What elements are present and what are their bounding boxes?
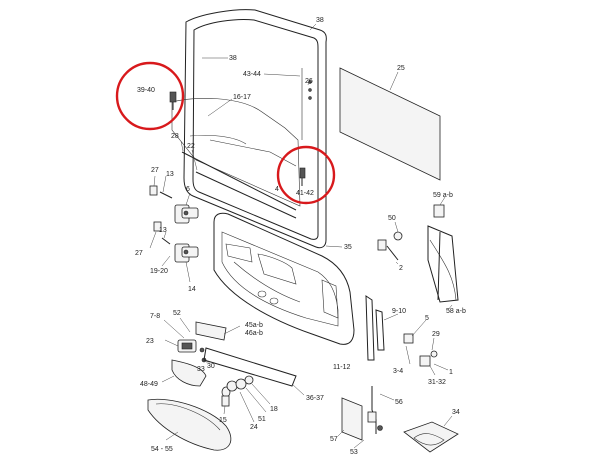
callout-14: 14 [188,286,196,293]
callout-58ab: 58 a-b [446,308,466,315]
callout-52: 52 [173,310,181,317]
callout-38b: 38 [229,55,237,62]
callout-1: 1 [449,369,453,376]
callout-51: 51 [258,416,266,423]
callout-33: 33 [197,366,205,373]
callout-7-8: 7-8 [150,313,160,320]
callout-29: 29 [432,331,440,338]
callout-39-40: 39-40 [137,87,155,94]
callout-30: 30 [207,363,215,370]
callout-15: 15 [219,417,227,424]
callout-53: 53 [350,449,358,456]
mirror-mount-parts [169,79,312,186]
callout-31-32: 31-32 [428,379,446,386]
callout-5: 5 [425,315,429,322]
callout-4: 4 [275,186,279,193]
callout-59ab: 59 a-b [433,192,453,199]
highlight-circle-39-40 [115,61,185,131]
callout-11-12: 11-12 [333,364,350,371]
door-inner-panel [213,212,355,345]
hardware [221,375,271,423]
callout-56: 56 [395,399,403,406]
callout-2: 2 [399,265,403,272]
callout-19-20: 19-20 [150,268,168,275]
callout-13a: 13 [166,171,174,178]
callout-41-42: 41-42 [296,190,314,197]
callout-26: 26 [305,78,313,85]
callout-16-17: 16-17 [233,94,251,101]
bracket-harness [337,386,459,453]
callout-labels: 38 38 43-44 26 25 39-40 16-17 28 22 41-4… [135,17,466,456]
callout-36-37: 36-37 [306,395,324,402]
glass-panel [339,67,441,181]
callout-27a: 27 [151,167,159,174]
leaders [202,23,317,117]
callout-9-10: 9-10 [392,308,406,315]
callout-28: 28 [171,133,179,140]
callout-48-49: 48-49 [140,381,158,388]
small-parts-right [365,221,449,376]
callout-46ab: 46a-b [245,330,263,337]
callout-3-4: 3-4 [393,368,403,375]
window-regulator [427,196,459,311]
callout-38a: 38 [316,17,324,24]
callout-24: 24 [250,424,258,431]
small-parts-left [149,175,173,267]
window-strips [180,140,297,219]
highlight-circles [115,61,336,205]
callout-25: 25 [397,65,405,72]
callout-35: 35 [344,244,352,251]
callout-57: 57 [330,436,338,443]
hinges [174,192,199,283]
callout-54-55: 54 - 55 [151,446,173,453]
callout-45ab: 45a-b [245,322,263,329]
callout-34: 34 [452,409,460,416]
callout-13b: 13 [159,227,167,234]
door-glass [171,98,301,207]
callout-23: 23 [146,338,154,345]
callout-6: 6 [186,186,190,193]
callout-43-44: 43-44 [243,71,261,78]
callout-27b: 27 [135,250,143,257]
highlight-circle-41-42 [276,145,336,205]
callout-18: 18 [270,406,278,413]
trim-parts [147,317,305,451]
window-frame [183,9,327,249]
callout-50: 50 [388,215,396,222]
callout-22: 22 [187,143,195,150]
